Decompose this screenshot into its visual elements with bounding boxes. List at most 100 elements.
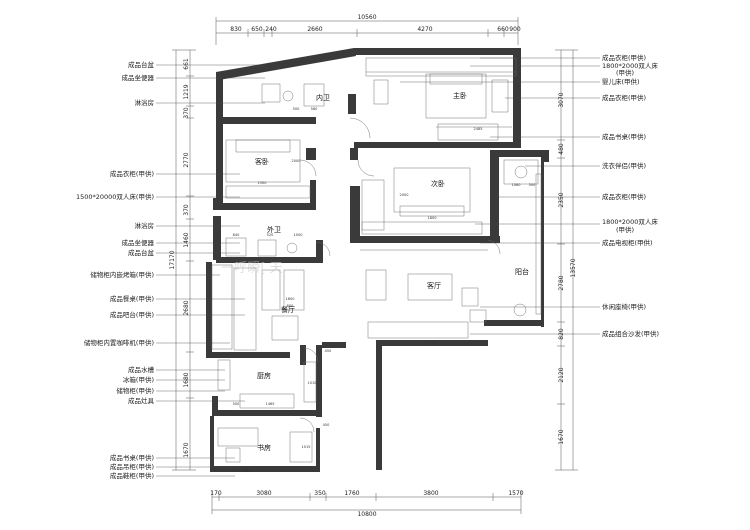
left-seg-1: 661 <box>183 58 190 70</box>
right-label-wardrobe-2: 成品衣柜(甲供) <box>602 93 646 102</box>
dim-study-c: 2680 <box>242 469 251 473</box>
left-seg-6: 1460 <box>183 232 190 247</box>
left-label-storage: 储物柜(甲供) <box>116 386 154 395</box>
dim-sofa: 2275 <box>428 342 437 346</box>
right-label-wardrobe-3: 成品衣柜(甲供) <box>602 192 646 201</box>
left-label-basin: 成品台盆 <box>128 60 155 69</box>
room-inner-bath: 内卫 <box>316 93 330 102</box>
bottom-seg-5: 3800 <box>423 490 438 497</box>
top-seg-1: 830 <box>230 26 242 33</box>
bottom-seg-6: 1570 <box>508 490 523 497</box>
right-label-laundry: 洗衣伴侣(甲供) <box>602 161 646 170</box>
bottom-seg-2: 3080 <box>256 490 271 497</box>
room-master: 主卧 <box>453 91 467 100</box>
dim-study-b: 1015 <box>302 445 311 449</box>
left-seg-4: 2770 <box>183 152 190 167</box>
top-dimension-chain: 10560 830 650 240 2660 4270 660 900 <box>215 14 521 45</box>
left-dimension-chain: 17170 661 1219 370 2770 370 1460 2680 16… <box>169 49 196 471</box>
right-label-master-bed-supply: (甲供) <box>616 68 634 77</box>
left-label-basin-2: 成品台盆 <box>128 248 155 257</box>
right-seg-3: 2350 <box>558 192 565 207</box>
room-outer-bath: 外卫 <box>267 225 281 234</box>
room-kitchen: 厨房 <box>257 371 271 380</box>
right-label-lounge-chair: 休闲座椅(甲供) <box>602 302 646 311</box>
dim-inner-a: 500 <box>293 107 300 111</box>
dim-outer-a: 840 <box>233 233 240 237</box>
dim-kitchen-b: 1010 <box>308 381 317 385</box>
left-label-shower-2: 淋浴房 <box>135 221 155 230</box>
right-label-crib: 婴儿床(甲供) <box>602 77 640 86</box>
room-dining: 餐厅 <box>281 305 295 314</box>
top-total: 10560 <box>357 14 376 21</box>
bottom-total: 10800 <box>357 511 376 518</box>
right-label-tv-cabinet: 成品电视柜(甲供) <box>602 238 653 247</box>
left-seg-7: 2680 <box>183 300 190 315</box>
dim-outer-c: 1000 <box>294 233 303 237</box>
left-label-shoe-cabinet: 成品鞋柜(甲供) <box>110 471 154 480</box>
watermark: 一呼瞬[ 天 <box>221 261 282 276</box>
dim-second-bed-l: 2000 <box>400 193 409 197</box>
left-label-coffee: 储物柜内置咖啡机(甲供) <box>84 338 154 347</box>
right-label-second-bed: 1800*2000双人床 <box>602 217 658 226</box>
dim-guest-bed-l: 2000 <box>292 159 301 163</box>
bottom-seg-4: 1760 <box>344 490 359 497</box>
top-seg-7: 900 <box>509 26 521 33</box>
room-labels: 内卫 主卧 客卧 次卧 外卫 客厅 餐厅 阳台 厨房 书房 <box>255 91 529 452</box>
room-second: 次卧 <box>431 179 445 188</box>
left-label-sink: 成品水槽 <box>128 365 155 374</box>
top-seg-5: 4270 <box>417 26 432 33</box>
dim-master-wardrobe: 2485 <box>474 127 483 131</box>
left-label-oven: 储物柜内嵌烤箱(甲供) <box>90 270 154 279</box>
right-total: 13570 <box>570 258 577 277</box>
right-label-sofa: 成品组合沙发(甲供) <box>602 329 659 338</box>
dim-balcony-a: 1080 <box>512 183 521 187</box>
room-balcony: 阳台 <box>515 267 529 276</box>
walls <box>206 48 549 472</box>
dim-dining-a: 1600 <box>286 297 295 301</box>
dim-study-a: 450 <box>323 423 330 427</box>
left-label-fridge: 冰箱(甲供) <box>123 375 154 384</box>
left-label-desk: 成品书桌(甲供) <box>110 453 154 462</box>
left-label-toilet-2: 成品坐便器 <box>122 238 155 247</box>
dim-outer-b: 520 <box>267 233 274 237</box>
right-seg-1: 3070 <box>558 92 565 107</box>
dim-dining-b: 800 <box>287 304 294 308</box>
bottom-dimension-chain: 170 3080 350 1760 3800 1570 10800 <box>210 490 524 518</box>
left-seg-5: 370 <box>183 204 190 216</box>
dim-guest-bed-w: 1500 <box>258 181 267 185</box>
right-annotations: 成品衣柜(甲供) 1800*2000双人床 (甲供) 婴儿床(甲供) 成品衣柜(… <box>400 53 659 338</box>
bottom-seg-3: 350 <box>314 490 326 497</box>
room-guest: 客卧 <box>255 157 269 166</box>
left-label-hanging-cabinet: 成品吊柜(甲供) <box>110 462 154 471</box>
dim-kitchen-c: 500 <box>233 402 240 406</box>
furniture: 2485 500 580 1500 2000 1800 2000 1080 50… <box>211 57 542 473</box>
right-dimension-chain: 13570 3070 480 2350 2780 820 2120 1670 <box>555 49 578 471</box>
left-label-toilet: 成品坐便器 <box>122 73 155 82</box>
right-label-wardrobe-master: 成品衣柜(甲供) <box>602 53 646 62</box>
dim-kitchen-a: 450 <box>325 349 332 353</box>
left-total: 17170 <box>169 250 176 269</box>
left-label-stove: 成品灶具 <box>128 396 155 405</box>
left-label-bar: 成品吧台(甲供) <box>110 310 154 319</box>
dim-balcony-b: 500 <box>529 183 536 187</box>
dim-second-bed-w: 1800 <box>428 216 437 220</box>
left-label-dining-table: 成品餐桌(甲供) <box>110 294 154 303</box>
right-seg-2: 480 <box>558 143 565 155</box>
left-label-bed: 1500*20000双人床(甲供) <box>76 192 154 201</box>
room-study: 书房 <box>257 443 271 452</box>
right-seg-4: 2780 <box>558 275 565 290</box>
left-label-shower: 淋浴房 <box>135 98 155 107</box>
right-leader-lines <box>400 57 600 335</box>
left-label-wardrobe: 成品衣柜(甲供) <box>110 169 154 178</box>
dim-kitchen-d: 1465 <box>266 402 275 406</box>
left-leader-lines <box>156 64 265 477</box>
top-seg-6: 660 <box>497 26 509 33</box>
left-seg-3: 370 <box>183 107 190 119</box>
right-seg-7: 1670 <box>558 429 565 444</box>
right-label-desk: 成品书桌(甲供) <box>602 132 646 141</box>
dim-inner-b: 580 <box>311 107 318 111</box>
left-annotations: 成品台盆 成品坐便器 淋浴房 成品衣柜(甲供) 1500*20000双人床(甲供… <box>76 60 265 480</box>
bottom-seg-1: 170 <box>210 490 222 497</box>
top-seg-4: 2660 <box>307 26 322 33</box>
